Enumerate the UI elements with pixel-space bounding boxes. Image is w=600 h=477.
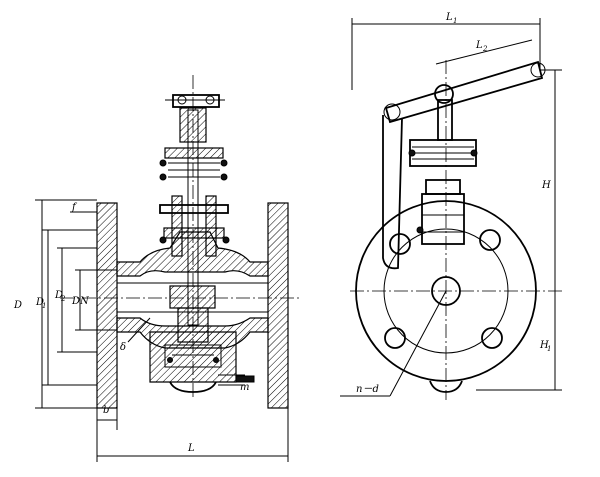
lever-arm xyxy=(384,60,544,124)
stem-top-yoke xyxy=(179,107,207,143)
bonnet xyxy=(171,195,183,257)
label-L1: L xyxy=(445,12,453,23)
label-D: D xyxy=(13,300,22,311)
section-view: f D D 1 D 2 DN δ m b L xyxy=(13,75,300,462)
lever-pivot xyxy=(434,84,454,104)
bolt-hole xyxy=(479,229,501,251)
label-D1: D xyxy=(35,297,44,308)
label-DN: DN xyxy=(71,296,90,307)
right-flange xyxy=(267,202,289,409)
label-b: b xyxy=(103,405,109,416)
label-D2-sub: 2 xyxy=(60,295,66,303)
left-flange xyxy=(96,202,118,409)
label-H: H xyxy=(541,180,551,191)
label-m: m xyxy=(240,382,249,393)
label-H1: H xyxy=(539,340,549,351)
label-L: L xyxy=(187,443,195,454)
label-f: f xyxy=(71,202,78,213)
label-n-d: n－d xyxy=(356,384,379,395)
side-view: L 1 L 2 H H 1 n－d xyxy=(340,12,565,400)
label-delta: δ xyxy=(120,342,126,353)
label-L1-sub: 1 xyxy=(453,17,457,25)
link-rod xyxy=(382,115,403,270)
label-L2-sub: 2 xyxy=(482,45,488,53)
label-H1-sub: 1 xyxy=(547,345,551,353)
valve-disc xyxy=(169,285,216,309)
valve-body-upper xyxy=(116,231,269,277)
label-D1-sub: 1 xyxy=(42,302,46,310)
label-L2: L xyxy=(475,40,483,51)
label-D2: D xyxy=(54,290,63,301)
spring-housing-top xyxy=(164,147,224,159)
bonnet-side xyxy=(421,193,465,245)
